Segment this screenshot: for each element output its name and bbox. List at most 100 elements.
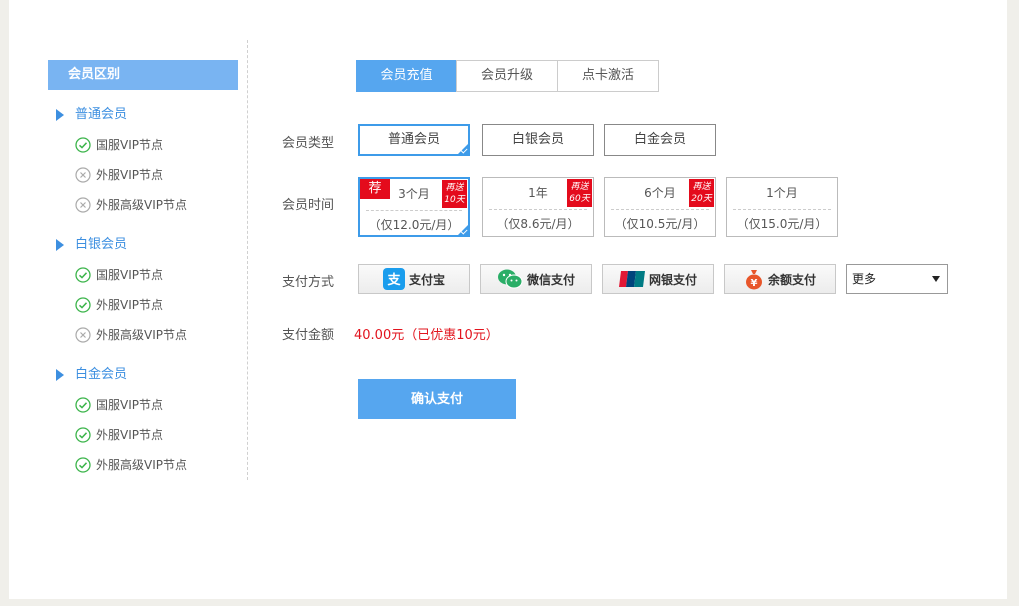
wechat-icon xyxy=(497,269,523,289)
pay-label: 余额支付 xyxy=(767,272,816,287)
tab-recharge[interactable]: 会员充值 xyxy=(356,60,457,92)
cross-circle-icon xyxy=(75,167,91,183)
group-head: 白金会员 xyxy=(48,360,238,390)
recommend-badge: 荐 xyxy=(360,179,390,199)
duration-name: 3个月 xyxy=(398,187,430,201)
feature-label: 外服高级VIP节点 xyxy=(96,328,187,342)
promo-line2: 10天 xyxy=(444,195,465,205)
tab-bar: 会员充值 会员升级 点卡激活 xyxy=(356,60,659,92)
pay-amount-label: 支付金额 xyxy=(282,328,335,343)
pay-method-label: 支付方式 xyxy=(282,275,335,290)
feature-label: 国服VIP节点 xyxy=(96,398,163,412)
group-head: 普通会员 xyxy=(48,100,238,130)
member-time-label: 会员时间 xyxy=(282,198,335,213)
page: 会员区别 普通会员 国服VIP节点 外服VIP节点 外服高级VIP节点 白银会员… xyxy=(9,0,1007,599)
tab-card-activate[interactable]: 点卡激活 xyxy=(557,60,659,92)
group-head: 白银会员 xyxy=(48,230,238,260)
promo-line1: 再送 xyxy=(570,182,589,192)
pay-amount-value: 40.00元（已优惠10元） xyxy=(354,328,499,343)
divider xyxy=(489,209,587,210)
check-circle-icon xyxy=(75,297,91,313)
promo-line1: 再送 xyxy=(692,182,711,192)
duration-3-months[interactable]: 荐 3个月 再送 10天 （仅12.0元/月） xyxy=(358,177,470,237)
feature-item: 外服VIP节点 xyxy=(48,420,238,450)
promo-line2: 20天 xyxy=(691,194,712,204)
duration-price: （仅12.0元/月） xyxy=(368,218,460,232)
feature-label: 外服VIP节点 xyxy=(96,298,163,312)
svg-text:支: 支 xyxy=(386,272,401,288)
pay-label: 网银支付 xyxy=(648,272,697,287)
feature-item: 外服高级VIP节点 xyxy=(48,190,238,220)
alipay-icon: 支 xyxy=(382,268,405,290)
duration-name: 1个月 xyxy=(766,186,798,200)
more-payments-select[interactable]: 更多 xyxy=(846,264,948,294)
check-circle-icon xyxy=(75,397,91,413)
group-name: 白金会员 xyxy=(75,367,128,382)
chevron-down-icon xyxy=(932,276,940,282)
selected-check-icon xyxy=(457,224,469,236)
type-platinum-button[interactable]: 白金会员 xyxy=(604,124,716,156)
duration-price: （仅15.0元/月） xyxy=(736,217,828,231)
duration-name: 6个月 xyxy=(644,186,676,200)
pay-label: 微信支付 xyxy=(526,272,575,287)
promo-badge: 再送 60天 xyxy=(567,179,592,207)
promo-line2: 60天 xyxy=(569,194,590,204)
type-silver-button[interactable]: 白银会员 xyxy=(482,124,594,156)
duration-name: 1年 xyxy=(528,186,548,200)
confirm-pay-button[interactable]: 确认支付 xyxy=(358,379,516,419)
group-name: 白银会员 xyxy=(75,237,128,252)
member-type-label: 会员类型 xyxy=(282,136,335,151)
pay-alipay-button[interactable]: 支 支付宝 xyxy=(358,264,470,294)
divider xyxy=(366,210,462,211)
feature-item: 国服VIP节点 xyxy=(48,130,238,160)
triangle-right-icon xyxy=(56,369,64,381)
pay-unionpay-button[interactable]: 网银支付 xyxy=(602,264,714,294)
type-regular-button[interactable]: 普通会员 xyxy=(358,124,470,156)
triangle-right-icon xyxy=(56,109,64,121)
duration-price: （仅8.6元/月） xyxy=(496,217,580,231)
sidebar-title: 会员区别 xyxy=(48,60,238,90)
duration-price: （仅10.5元/月） xyxy=(614,217,706,231)
group-silver: 白银会员 国服VIP节点 外服VIP节点 外服高级VIP节点 xyxy=(48,230,238,350)
feature-item: 外服高级VIP节点 xyxy=(48,320,238,350)
divider xyxy=(611,209,709,210)
check-circle-icon xyxy=(75,457,91,473)
svg-text:¥: ¥ xyxy=(751,278,758,289)
select-value: 更多 xyxy=(852,272,877,286)
type-label: 白银会员 xyxy=(511,132,564,147)
feature-label: 国服VIP节点 xyxy=(96,138,163,152)
feature-label: 外服VIP节点 xyxy=(96,168,163,182)
type-label: 白金会员 xyxy=(633,132,686,147)
unionpay-icon xyxy=(618,271,645,287)
feature-label: 国服VIP节点 xyxy=(96,268,163,282)
group-name: 普通会员 xyxy=(75,107,128,122)
balance-bag-icon: ¥ xyxy=(745,270,762,290)
check-circle-icon xyxy=(75,427,91,443)
divider xyxy=(733,209,831,210)
triangle-right-icon xyxy=(56,239,64,251)
feature-item: 外服VIP节点 xyxy=(48,160,238,190)
duration-1-month[interactable]: 1个月 （仅15.0元/月） xyxy=(726,177,838,237)
member-comparison-sidebar: 会员区别 普通会员 国服VIP节点 外服VIP节点 外服高级VIP节点 白银会员… xyxy=(48,40,248,480)
feature-label: 外服高级VIP节点 xyxy=(96,198,187,212)
selected-check-icon xyxy=(457,143,469,155)
group-platinum: 白金会员 国服VIP节点 外服VIP节点 外服高级VIP节点 xyxy=(48,360,238,480)
promo-badge: 再送 10天 xyxy=(442,180,467,208)
duration-1-year[interactable]: 1年 再送 60天 （仅8.6元/月） xyxy=(482,177,594,237)
feature-label: 外服VIP节点 xyxy=(96,428,163,442)
group-regular: 普通会员 国服VIP节点 外服VIP节点 外服高级VIP节点 xyxy=(48,100,238,220)
pay-label: 支付宝 xyxy=(408,272,445,287)
cross-circle-icon xyxy=(75,197,91,213)
type-label: 普通会员 xyxy=(387,132,440,147)
check-circle-icon xyxy=(75,137,91,153)
check-circle-icon xyxy=(75,267,91,283)
feature-item: 外服高级VIP节点 xyxy=(48,450,238,480)
pay-balance-button[interactable]: ¥ 余额支付 xyxy=(724,264,836,294)
pay-wechat-button[interactable]: 微信支付 xyxy=(480,264,592,294)
tab-upgrade[interactable]: 会员升级 xyxy=(456,60,558,92)
cross-circle-icon xyxy=(75,327,91,343)
feature-item: 外服VIP节点 xyxy=(48,290,238,320)
feature-item: 国服VIP节点 xyxy=(48,390,238,420)
promo-line1: 再送 xyxy=(445,183,464,193)
duration-6-months[interactable]: 6个月 再送 20天 （仅10.5元/月） xyxy=(604,177,716,237)
